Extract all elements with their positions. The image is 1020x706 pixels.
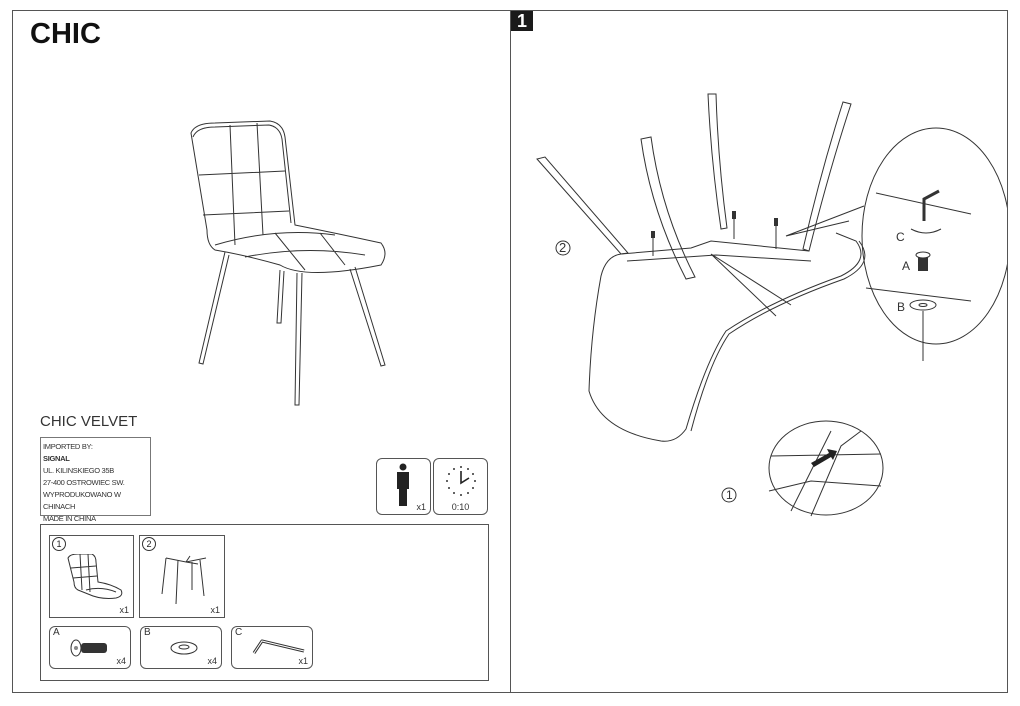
allen-key-icon — [252, 639, 305, 654]
person-icon — [397, 463, 409, 506]
frame-label-number: 2 — [559, 240, 566, 255]
importer-company: SIGNAL — [43, 454, 70, 463]
part-2-frame: 2 x1 — [139, 535, 225, 618]
part-number: 2 — [142, 537, 156, 551]
panel-divider — [510, 10, 511, 693]
seat-label-circle — [721, 487, 737, 503]
leg-frame-drawing — [536, 93, 852, 280]
parts-list — [40, 524, 489, 681]
leg-frame-icon — [161, 555, 207, 605]
part-qty: x1 — [210, 605, 220, 615]
label-a: A — [902, 259, 910, 273]
assembly-diagram: 2 1 C A B — [536, 93, 1007, 517]
chair-illustration — [190, 120, 386, 406]
seat-label-number: 1 — [726, 488, 733, 502]
bolt-detail-callout: C A B — [785, 127, 1007, 361]
importer-city: 27-400 OSTROWIEC SW. — [43, 478, 125, 487]
hardware-letter: C — [235, 627, 243, 638]
persons-count: x1 — [416, 502, 426, 512]
made-in-en: MADE IN CHINA — [43, 514, 96, 523]
clock-icon — [446, 466, 476, 496]
hardware-qty: x4 — [207, 656, 217, 666]
bolt-markers — [651, 211, 778, 256]
part-number: 1 — [52, 537, 66, 551]
hardware-a-bolt: A x4 — [49, 626, 131, 669]
product-model-name: CHIC VELVET — [40, 413, 138, 430]
seat-icon — [67, 554, 123, 599]
persons-required-box: x1 — [376, 458, 431, 515]
label-c: C — [896, 230, 905, 244]
bolt-icon — [70, 639, 107, 657]
hardware-letter: A — [53, 627, 60, 638]
washer-icon — [170, 641, 198, 655]
hardware-qty: x1 — [298, 656, 308, 666]
part-1-seat: 1 x1 — [49, 535, 134, 618]
made-in-pl: WYPRODUKOWANO W CHINACH — [43, 490, 121, 511]
joint-detail-callout — [710, 253, 884, 517]
hardware-qty: x4 — [116, 656, 126, 666]
seat-drawing — [588, 232, 866, 442]
importer-info-box: IMPORTED BY: SIGNAL UL. KILINSKIEGO 35B … — [40, 437, 151, 523]
page-title: CHIC — [30, 18, 101, 50]
step-number-badge: 1 — [511, 11, 533, 31]
assembly-time-box: 0:10 — [433, 458, 488, 515]
hardware-b-washer: B x4 — [140, 626, 222, 669]
part-qty: x1 — [119, 605, 129, 615]
importer-street: UL. KILINSKIEGO 35B — [43, 466, 114, 475]
frame-label-circle — [555, 240, 571, 256]
hardware-c-allen-key: C x1 — [231, 626, 313, 669]
imported-by-label: IMPORTED BY: — [43, 442, 93, 451]
label-b: B — [897, 300, 905, 314]
assembly-time: 0:10 — [451, 502, 470, 512]
hardware-letter: B — [144, 627, 151, 638]
